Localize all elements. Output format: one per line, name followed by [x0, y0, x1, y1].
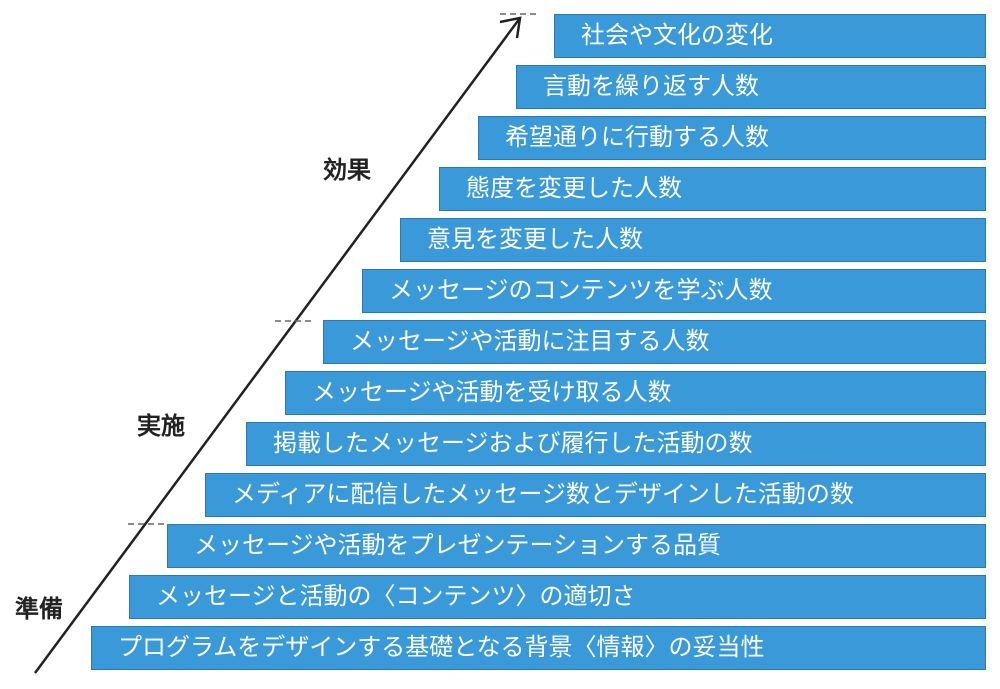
step-bar-distributed-count: メディアに配信したメッセージ数とデザインした活動の数 — [205, 473, 986, 517]
step-bar-content-appropriateness: メッセージと活動の〈コンテンツ〉の適切さ — [129, 575, 986, 619]
arrow-head-icon — [499, 16, 522, 39]
step-bar-attention: メッセージや活動に注目する人数 — [323, 320, 986, 364]
step-bar-repeat-behavior: 言動を繰り返す人数 — [516, 65, 986, 109]
stage-label-implementation: 実施 — [137, 412, 185, 440]
step-bar-attitude-change: 態度を変更した人数 — [439, 167, 986, 211]
step-bar-social-change: 社会や文化の変化 — [554, 14, 986, 58]
stage-label-effect: 効果 — [323, 156, 371, 184]
step-bar-desired-action: 希望通りに行動する人数 — [478, 116, 986, 160]
step-bar-background-validity: プログラムをデザインする基礎となる背景〈情報〉の妥当性 — [91, 626, 986, 670]
step-bar-opinion-change: 意見を変更した人数 — [400, 218, 986, 262]
step-bar-presentation-quality: メッセージや活動をプレゼンテーションする品質 — [167, 524, 986, 568]
step-bar-published-count: 掲載したメッセージおよび履行した活動の数 — [246, 422, 986, 466]
step-bar-learn-content: メッセージのコンテンツを学ぶ人数 — [362, 269, 986, 313]
stage-label-preparation: 準備 — [15, 595, 63, 623]
step-bar-receive: メッセージや活動を受け取る人数 — [285, 371, 986, 415]
